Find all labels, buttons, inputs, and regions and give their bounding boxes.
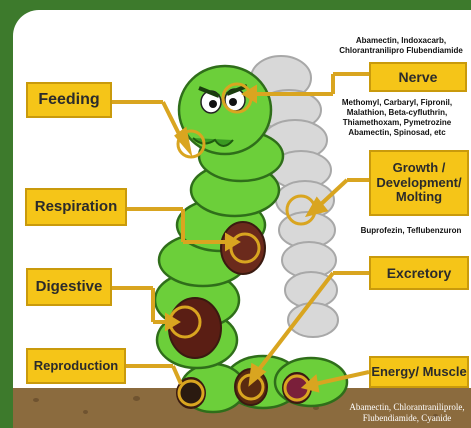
caterpillar-head (179, 66, 271, 154)
growth-chemicals: Buprofezin, Teflubenzuron (351, 226, 471, 236)
label-growth-development-molting: Growth / Development/ Molting (369, 150, 469, 216)
energy-chemicals: Abamectin, Chlorantraniliprole, Flubendi… (343, 402, 471, 424)
label-energy-muscle: Energy/ Muscle (369, 356, 469, 388)
label-reproduction: Reproduction (26, 348, 126, 384)
diagram-panel: Feeding Respiration Digestive Reproducti… (13, 10, 471, 428)
nerve-chemicals-bottom: Methomyl, Carbaryl, Fipronil, Malathion,… (323, 98, 471, 138)
label-excretory: Excretory (369, 256, 469, 290)
label-digestive: Digestive (26, 268, 112, 306)
label-feeding: Feeding (26, 82, 112, 118)
nerve-chemicals-top: Abamectin, Indoxacarb, Chlorantranilipro… (331, 36, 471, 56)
label-respiration: Respiration (25, 188, 127, 226)
label-nerve: Nerve (369, 62, 467, 92)
